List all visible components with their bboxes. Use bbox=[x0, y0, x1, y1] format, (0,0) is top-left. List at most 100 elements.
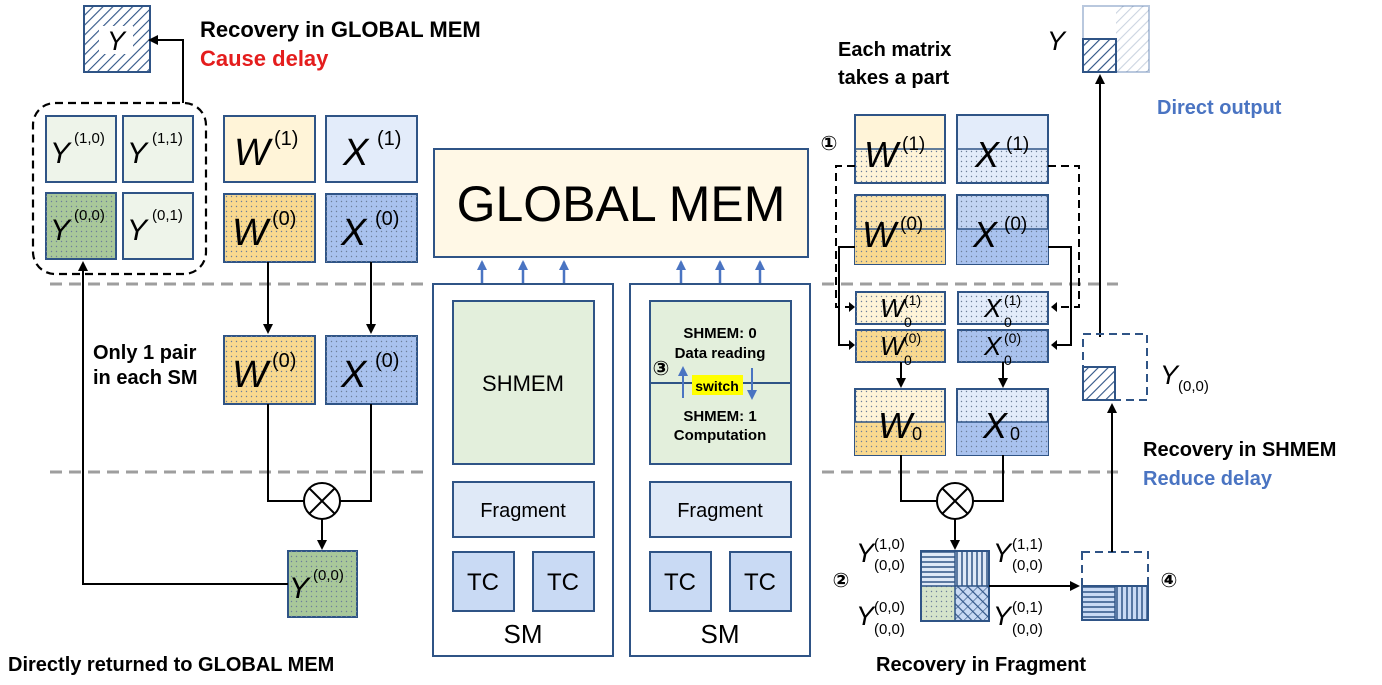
svg-text:(0,0): (0,0) bbox=[874, 599, 905, 616]
multiply-icon bbox=[303, 482, 341, 520]
svg-text:(1,1): (1,1) bbox=[1012, 536, 1043, 553]
y-block-01: Y (0,1) bbox=[122, 192, 194, 260]
svg-text:W: W bbox=[232, 212, 271, 254]
directly-returned-label: Directly returned to GLOBAL MEM bbox=[8, 654, 335, 676]
fragment-box-1 bbox=[452, 481, 595, 538]
svg-text:(0): (0) bbox=[1004, 330, 1021, 346]
svg-text:X: X bbox=[983, 331, 1003, 361]
svg-text:(0): (0) bbox=[375, 350, 399, 372]
line-x-to-mult-right bbox=[973, 455, 1004, 502]
left-y00-output-block: Y (0,0) bbox=[287, 550, 358, 618]
shmem-box bbox=[452, 300, 595, 465]
right-w0-block: W (0) bbox=[854, 194, 946, 265]
global-mem-label: GLOBAL MEM bbox=[457, 176, 786, 232]
svg-text:W: W bbox=[878, 405, 915, 446]
switch-highlight bbox=[692, 375, 743, 395]
svg-text:0: 0 bbox=[1004, 352, 1012, 368]
frag-label-00: Y (0,0) (0,0) bbox=[856, 599, 905, 638]
dashed-routing bbox=[835, 165, 1080, 308]
sm-label-2: SM bbox=[701, 619, 740, 649]
reduce-delay-label: Reduce delay bbox=[1143, 468, 1272, 490]
svg-text:Y: Y bbox=[50, 137, 72, 170]
pair-line2: in each SM bbox=[93, 367, 198, 389]
svg-text:0: 0 bbox=[1004, 314, 1012, 330]
step-4-marker: ④ bbox=[1161, 568, 1178, 592]
svg-text:(1): (1) bbox=[902, 134, 925, 155]
shmem0-line2: Data reading bbox=[675, 345, 766, 362]
step-2-marker: ② bbox=[833, 568, 850, 592]
x0-fragment-block: X 0 bbox=[956, 388, 1049, 456]
svg-text:Y: Y bbox=[856, 538, 876, 568]
svg-text:0: 0 bbox=[1010, 424, 1020, 444]
left-x1-block: X (1) bbox=[325, 115, 418, 183]
svg-text:Y: Y bbox=[993, 601, 1013, 631]
svg-text:X: X bbox=[342, 132, 370, 174]
svg-text:W: W bbox=[862, 214, 899, 255]
recovery-fragment-label: Recovery in Fragment bbox=[876, 654, 1087, 676]
pair-line1: Only 1 pair bbox=[93, 342, 197, 364]
frag-label-11: Y (1,1) (0,0) bbox=[993, 536, 1043, 574]
svg-text:Y: Y bbox=[1160, 360, 1180, 390]
right-x0-block: X (0) bbox=[956, 194, 1049, 265]
svg-text:W: W bbox=[880, 293, 907, 323]
svg-text:X: X bbox=[974, 134, 1001, 175]
w0-0-shmem-block: W (0) 0 bbox=[855, 329, 946, 368]
fragment-label-1: Fragment bbox=[480, 500, 566, 522]
svg-text:W: W bbox=[232, 354, 271, 396]
solid-routing bbox=[838, 246, 1072, 346]
svg-text:(0,0): (0,0) bbox=[1178, 378, 1209, 395]
svg-text:(0): (0) bbox=[904, 330, 921, 346]
x0-0-shmem-block: X (0) 0 bbox=[957, 329, 1049, 368]
line-w-to-mult-right bbox=[900, 455, 937, 502]
svg-text:0: 0 bbox=[912, 424, 922, 444]
tc-box-1a bbox=[452, 551, 515, 612]
svg-text:W: W bbox=[880, 331, 907, 361]
shmem-label: SHMEM bbox=[482, 371, 564, 396]
cause-delay-label: Cause delay bbox=[200, 46, 329, 71]
svg-text:Y: Y bbox=[1047, 26, 1067, 56]
svg-text:(0,1): (0,1) bbox=[1012, 599, 1043, 616]
svg-text:(0): (0) bbox=[272, 350, 296, 372]
separator-lines bbox=[50, 282, 1118, 474]
svg-text:(1): (1) bbox=[1006, 134, 1029, 155]
fragment-result-grid bbox=[920, 550, 990, 622]
x0-1-shmem-block: X (1) 0 bbox=[957, 291, 1049, 330]
svg-text:(0): (0) bbox=[375, 208, 399, 230]
w0-1-shmem-block: W (1) 0 bbox=[855, 291, 946, 330]
svg-text:(0): (0) bbox=[1004, 214, 1027, 235]
each-matrix-line2: takes a part bbox=[838, 67, 950, 89]
fragment-box-2 bbox=[649, 481, 792, 538]
svg-text:(1): (1) bbox=[904, 292, 921, 308]
svg-text:0: 0 bbox=[904, 314, 912, 330]
tc-label-2a: TC bbox=[664, 569, 696, 596]
svg-text:Y: Y bbox=[50, 214, 72, 247]
svg-text:Y: Y bbox=[289, 572, 311, 605]
arrow-to-global-y bbox=[148, 35, 184, 103]
y-block-00: Y (0,0) bbox=[45, 192, 117, 260]
svg-text:X: X bbox=[982, 405, 1009, 446]
svg-text:(1): (1) bbox=[1004, 292, 1021, 308]
direct-output-label: Direct output bbox=[1157, 97, 1282, 119]
tc-label-1b: TC bbox=[547, 569, 579, 596]
recovery-global-title: Recovery in GLOBAL MEM bbox=[200, 17, 481, 42]
line-x-to-mult bbox=[340, 404, 372, 502]
svg-text:X: X bbox=[340, 212, 368, 254]
left-y-result-box: Y bbox=[83, 5, 151, 73]
switch-label: switch bbox=[695, 378, 739, 394]
y-block-10: Y (1,0) bbox=[45, 115, 117, 183]
line-w-to-mult bbox=[267, 404, 304, 502]
right-y-output: Y bbox=[1047, 5, 1150, 73]
svg-text:(0,0): (0,0) bbox=[313, 567, 344, 584]
svg-text:(1,0): (1,0) bbox=[74, 130, 105, 147]
svg-text:(1,0): (1,0) bbox=[874, 536, 905, 553]
svg-text:W: W bbox=[864, 134, 901, 175]
w0-fragment-block: W 0 bbox=[854, 388, 946, 456]
svg-text:(0): (0) bbox=[272, 208, 296, 230]
svg-text:X: X bbox=[972, 214, 999, 255]
svg-text:W: W bbox=[234, 132, 273, 174]
sm-label-1: SM bbox=[504, 619, 543, 649]
left-x0-block: X (0) bbox=[325, 193, 418, 263]
left-x0-sm-block: X (0) bbox=[325, 335, 418, 405]
svg-text:Y: Y bbox=[856, 601, 876, 631]
